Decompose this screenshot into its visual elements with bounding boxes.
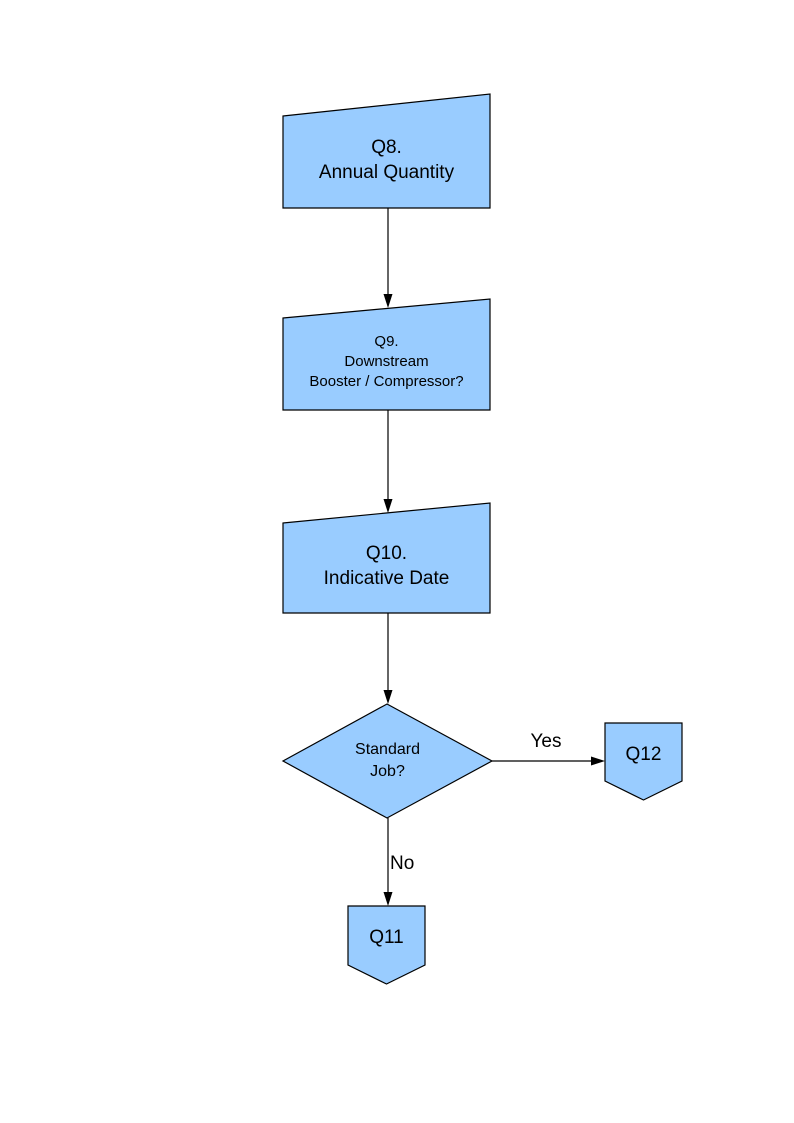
q9-shape <box>282 298 491 411</box>
q12-shape <box>604 722 683 801</box>
arrowhead-q8-to-q9 <box>383 294 393 308</box>
arrowhead-q9-to-q10 <box>383 499 393 513</box>
q10-shape <box>282 502 491 614</box>
arrowhead-decision-to-q12 <box>591 756 605 766</box>
q11-shape <box>347 905 426 985</box>
standard-job-decision-shape <box>281 703 494 819</box>
q8-shape <box>282 93 491 209</box>
arrowhead-q10-to-decision <box>383 690 393 704</box>
arrowhead-decision-to-q11 <box>383 892 393 906</box>
